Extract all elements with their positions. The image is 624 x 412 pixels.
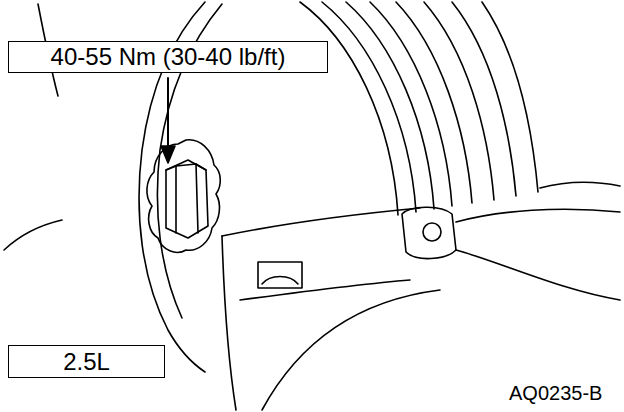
- bolt-edge: [176, 164, 198, 233]
- pulley-groove: [482, 2, 538, 192]
- pulley-groove: [322, 2, 416, 212]
- collar-band: [222, 236, 236, 410]
- collar-band: [240, 280, 410, 300]
- pulley-groove: [452, 2, 516, 196]
- bracket-arm: [456, 209, 620, 222]
- bracket-arm: [540, 183, 620, 189]
- spec-box: 2.5L: [8, 345, 165, 378]
- figure-code: AQ0235-B: [507, 381, 604, 405]
- pulley-groove: [424, 2, 494, 200]
- bolt-head: [166, 160, 208, 238]
- boss-bolt: [423, 223, 441, 241]
- collar-slot: [258, 262, 302, 288]
- mount-boss: [402, 207, 456, 258]
- pulley-groove: [370, 2, 452, 206]
- bolt-edge: [166, 164, 206, 170]
- spec-text: 2.5L: [63, 348, 110, 376]
- engine-edge: [4, 220, 62, 250]
- spec-text: 40-55 Nm (30-40 lb/ft): [51, 43, 286, 71]
- pulley-groove: [300, 2, 398, 215]
- collar-band: [262, 290, 440, 410]
- collar-slot: [262, 277, 298, 285]
- leader-line: [167, 78, 169, 148]
- pulley-groove: [396, 2, 472, 203]
- spec-box: 40-55 Nm (30-40 lb/ft): [8, 41, 328, 73]
- collar-band: [222, 208, 420, 236]
- hub-washer: [147, 140, 220, 253]
- leader-arrowhead: [161, 146, 175, 163]
- bracket-arm: [456, 250, 620, 300]
